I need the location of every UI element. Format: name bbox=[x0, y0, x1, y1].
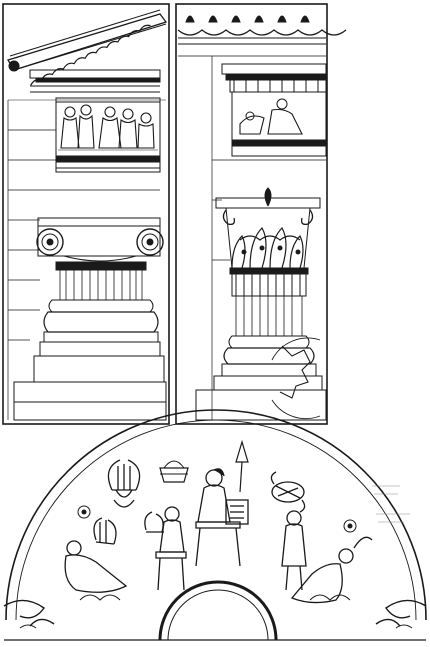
corinthian-panel-frame bbox=[175, 3, 328, 425]
raking-cornice bbox=[7, 9, 168, 86]
corinthian-order-panel bbox=[175, 3, 347, 425]
flute-case-icon bbox=[235, 439, 249, 493]
reclining-figure-left-icon bbox=[64, 517, 128, 593]
hanging-barbitos-icon bbox=[270, 471, 306, 513]
floor-ornament-icon bbox=[19, 594, 413, 629]
corinthian-wall-courses bbox=[211, 56, 326, 420]
corinthian-cornice bbox=[221, 63, 327, 93]
kylix-tondo-panel bbox=[3, 409, 427, 641]
hanging-basket-icon bbox=[159, 460, 189, 483]
corinthian-frieze bbox=[231, 91, 327, 157]
reclining-figure-right-icon bbox=[290, 536, 373, 604]
marginal-marks bbox=[372, 485, 410, 523]
anthemion-cresting bbox=[177, 15, 347, 57]
hanging-lyre-icon bbox=[107, 459, 141, 508]
tondo-inner-rim bbox=[15, 419, 417, 621]
corinthian-shaft bbox=[235, 295, 303, 337]
tondo-outer-rim bbox=[5, 409, 427, 621]
hanging-disc-icon bbox=[77, 505, 357, 533]
ionic-wall-courses bbox=[7, 100, 160, 420]
ionic-frieze bbox=[55, 97, 161, 173]
ionic-cornice bbox=[8, 69, 166, 101]
seated-lyre-player-figure-icon bbox=[144, 506, 187, 591]
acroterion-icon bbox=[8, 60, 20, 72]
ionic-panel-frame bbox=[2, 3, 170, 425]
tondo-inner-opening bbox=[158, 580, 278, 641]
ionic-order-panel bbox=[2, 3, 170, 425]
handle-scroll-icon bbox=[3, 599, 427, 627]
corinthian-base bbox=[195, 335, 327, 421]
ionic-shaft bbox=[59, 269, 143, 301]
seated-teacher-figure-icon bbox=[195, 468, 249, 567]
corinthian-capital bbox=[215, 187, 321, 297]
ionic-base bbox=[13, 299, 167, 421]
standing-pupil-figure-icon bbox=[281, 510, 307, 591]
ionic-capital bbox=[36, 217, 164, 271]
